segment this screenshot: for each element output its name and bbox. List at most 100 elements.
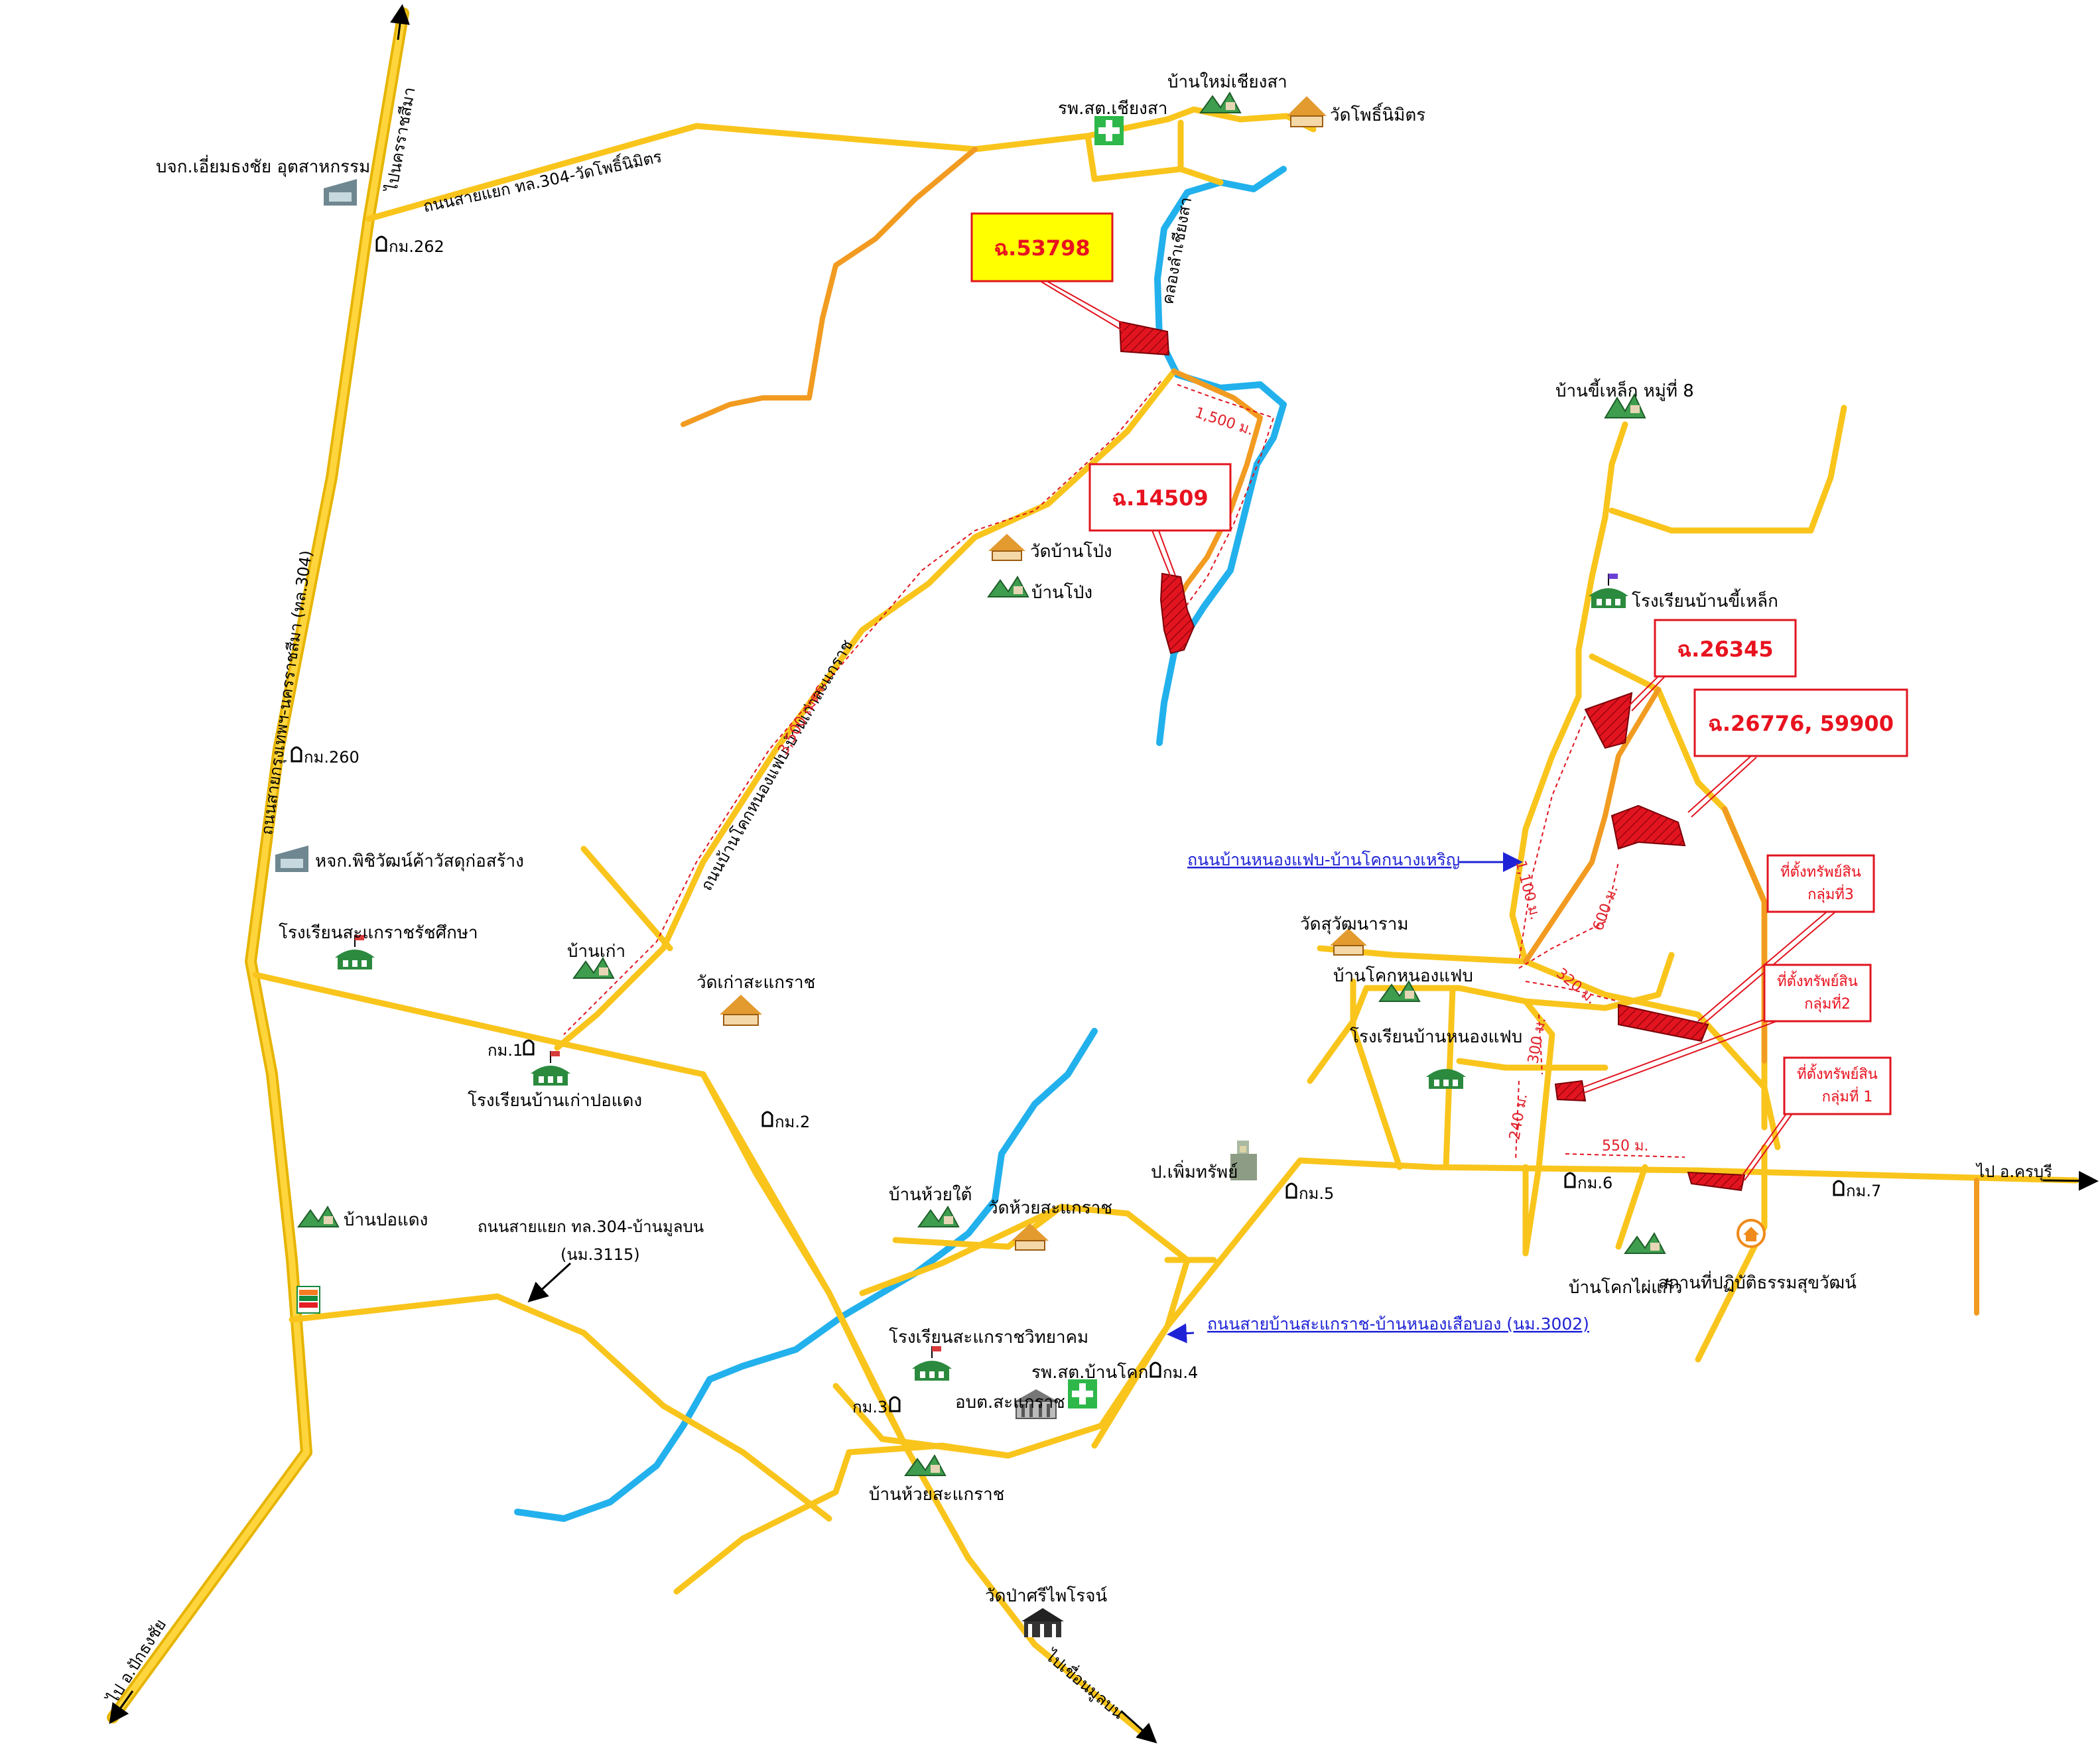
box-14509-text: ฉ.14509 xyxy=(1112,485,1208,511)
dist-line-550 xyxy=(1565,1153,1685,1158)
health-center-icon xyxy=(1068,1379,1097,1408)
dist-300: 300 ม. xyxy=(1525,1016,1549,1065)
seven-eleven-icon xyxy=(296,1286,320,1314)
box-26776-frame xyxy=(1693,688,1908,757)
svg-text:กม.1: กม.1 xyxy=(488,1041,523,1060)
km-marker-262: กม.262 xyxy=(375,235,444,256)
temple-icon xyxy=(1012,1223,1049,1251)
callout-group1 xyxy=(1740,1107,1796,1181)
parcel-14509 xyxy=(1159,572,1195,655)
temple-icon xyxy=(988,534,1025,561)
dist-line-320 xyxy=(1525,981,1619,1002)
road-central-loop xyxy=(673,1204,1191,1595)
callout-lines xyxy=(1041,281,1835,1181)
parcel-group2 xyxy=(1554,1080,1587,1102)
road-ban-pong xyxy=(554,368,1177,1051)
road-east-south xyxy=(1695,1144,1768,1363)
village-icon xyxy=(1378,980,1421,1002)
orange-roads xyxy=(681,147,1979,1316)
label-ban-kao: บ้านเก่า xyxy=(567,942,625,962)
label-phiphat: หจก.พิชิวัฒน์ค้าวัสดุก่อสร้าง xyxy=(315,851,524,871)
label-school-nong-faep: โรงเรียนบ้านหนองแฟบ xyxy=(1350,1027,1522,1047)
box-53798-text: ฉ.53798 xyxy=(994,235,1090,261)
label-ban-huai-tai: บ้านห้วยใต้ xyxy=(889,1185,972,1205)
box-group3-l1: ที่ตั้งทรัพย์สิน xyxy=(1780,861,1861,881)
callout-53798 xyxy=(1041,281,1128,332)
orange-road-east xyxy=(1523,687,1661,964)
label-eiam-thongchai: บจก.เอี่ยมธงชัย อุตสาหกรรม xyxy=(156,155,370,177)
rivers xyxy=(514,166,1287,1522)
dist-line-240 xyxy=(1515,1080,1520,1161)
label-road-mun-bon: ถนนสายแยก ทล.304-บ้านมูลบน xyxy=(478,1218,704,1237)
road-3115 xyxy=(289,1293,832,1522)
km-markers: กม.262 กม.260 กม.1 กม.2 กม.3 กม.4 กม.5 ก… xyxy=(291,235,1881,1416)
place-labels: บ้านใหม่เชียงสา รพ.สต.เชียงสา วัดโพธิ์นิ… xyxy=(156,72,1857,1606)
label-rps-chiang-sa: รพ.สต.เชียงสา xyxy=(1058,99,1167,119)
forest-temple-icon xyxy=(1021,1608,1064,1637)
km-marker-6: กม.6 xyxy=(1564,1172,1612,1192)
label-road-mun-bon-code: (นม.3115) xyxy=(560,1245,640,1264)
box-26776-text: ฉ.26776, 59900 xyxy=(1708,711,1894,736)
road-east-main xyxy=(1091,1157,2079,1449)
school-icon xyxy=(531,1051,570,1086)
label-school-witthayakhom: โรงเรียนสะแกราชวิทยาคม xyxy=(889,1327,1088,1347)
health-center-icon xyxy=(1094,116,1124,145)
village-icon xyxy=(904,1454,947,1476)
label-ban-khok-nong-faep: บ้านโคกหนองแฟบ xyxy=(1333,966,1473,986)
arrow-north-korat xyxy=(390,4,410,40)
label-ban-huai-sakaerat: บ้านห้วยสะแกราช xyxy=(869,1485,1004,1505)
parcel-group3 xyxy=(1618,1003,1709,1042)
road-nong-faep-inner xyxy=(1350,978,1403,1170)
road-kok-phai-kaeo xyxy=(1615,1164,1648,1250)
road-wat-pho-nimit xyxy=(365,106,1317,222)
direction-arrows xyxy=(109,4,2099,1744)
dist-line-1100 xyxy=(1518,716,1586,962)
blue-arrow-3002 xyxy=(1167,1323,1195,1344)
svg-text:กม.6: กม.6 xyxy=(1577,1174,1612,1192)
temple-icon xyxy=(1330,928,1367,956)
dist-line-300 xyxy=(1538,1014,1543,1075)
practice-center-icon xyxy=(1737,1219,1766,1248)
gas-station-icon xyxy=(1230,1141,1257,1180)
parcel-53798 xyxy=(1118,320,1170,356)
icons xyxy=(275,92,1766,1637)
label-obt: อบต.สะแกราช xyxy=(955,1393,1065,1412)
parcel-26776 xyxy=(1610,804,1686,850)
village-icon xyxy=(1604,393,1646,418)
parcel-26345 xyxy=(1584,692,1633,749)
km-marker-3: กม.3 xyxy=(852,1396,901,1416)
arrow-sw-pak-thong-chai xyxy=(109,1690,134,1724)
svg-text:กม.2: กม.2 xyxy=(775,1113,810,1131)
box-group2-l1: ที่ตั้งทรัพย์สิน xyxy=(1777,971,1858,990)
government-office-icon xyxy=(1015,1389,1057,1419)
factory-icon xyxy=(324,179,357,206)
label-road-kao-sakaerat: ถนนบ้านโคกหนองแฟบ-บ้านเก่าสะแกราช xyxy=(697,637,856,894)
village-icon xyxy=(987,576,1029,597)
label-ban-khi-lek: บ้านขี้เหล็ก หมู่ที่ 8 xyxy=(1555,378,1694,401)
arrow-se-mun-bon xyxy=(1120,1710,1157,1744)
highway-304-inner xyxy=(109,10,407,1721)
label-rps-ban-khok: รพ.สต.บ้านโคก xyxy=(1031,1362,1148,1383)
km-marker-260: กม.260 xyxy=(291,746,360,767)
svg-text:กม.7: กม.7 xyxy=(1846,1182,1881,1200)
svg-text:กม.262: กม.262 xyxy=(389,237,444,256)
km-marker-5: กม.5 xyxy=(1285,1182,1334,1203)
box-group1-l1: ที่ตั้งทรัพย์สิน xyxy=(1797,1064,1878,1083)
parcels xyxy=(1118,320,1746,1192)
label-road-3002-blue: ถนนสายบ้านสะแกราช-บ้านหนองเสือบอง (นม.30… xyxy=(1207,1314,1589,1334)
school-icon xyxy=(335,935,375,969)
road-ban-kao-spur xyxy=(580,845,673,952)
road-khi-lek-ne xyxy=(1608,405,1847,534)
dist-240: 240 ม. xyxy=(1506,1092,1531,1141)
road-nong-faep-s xyxy=(1456,1058,1608,1071)
arrow-east-khon-buri xyxy=(2042,1170,2099,1191)
dist-line-3500 xyxy=(563,381,1161,1035)
village-icon xyxy=(1199,92,1242,113)
road-labels: ไปนครราชสีมา ถนนสายกรุงเทพฯ-นครราชสีมา (… xyxy=(103,86,2052,1723)
callout-group2 xyxy=(1581,1014,1781,1094)
callout-26776 xyxy=(1687,755,1757,818)
label-ban-khok-phai-kaeo: บ้านโคกไผ่แก้ว xyxy=(1569,1277,1682,1298)
label-wat-pho-nimit: วัดโพธิ์นิมิตร xyxy=(1330,102,1425,125)
river-lower xyxy=(514,1028,1098,1522)
label-wat-ban-pong: วัดบ้านโป่ง xyxy=(1030,541,1112,562)
